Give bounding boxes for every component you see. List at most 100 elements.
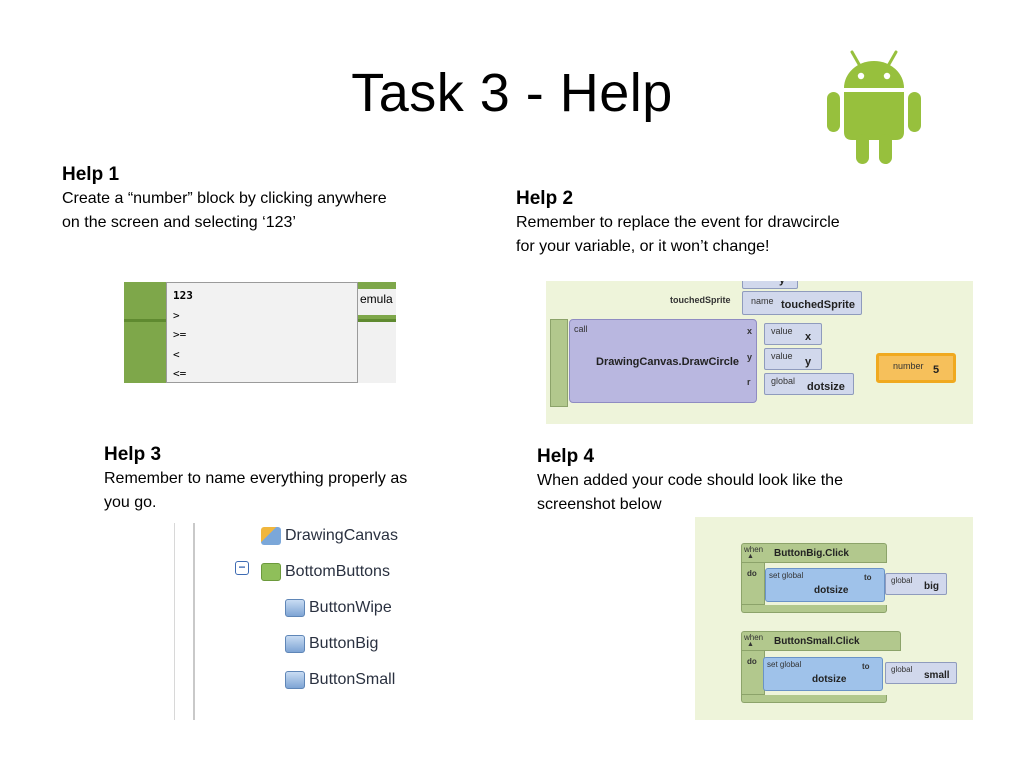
- tree-item-buttonwipe[interactable]: ButtonWipe: [285, 599, 392, 617]
- help-4-section: Help 4 When added your code should look …: [537, 445, 937, 517]
- help-1-line-2: on the screen and selecting ‘123’: [62, 214, 296, 231]
- drawcircle-blocks-screenshot: y touchedSprite name touchedSprite do ca…: [546, 281, 973, 424]
- global-value-label: big: [924, 581, 939, 592]
- event-name-label: ButtonBig.Click: [774, 548, 849, 559]
- help-2-line-1: Remember to replace the event for drawci…: [516, 214, 840, 231]
- value-x-label: x: [805, 331, 812, 343]
- drawcircle-call-block[interactable]: call DrawingCanvas.DrawCircle x y r: [569, 319, 757, 403]
- name-value-label: touchedSprite: [781, 299, 855, 311]
- arrangement-icon: [261, 563, 281, 581]
- tree-item-buttonbig[interactable]: ButtonBig: [285, 635, 378, 653]
- value-y-label: y: [805, 356, 812, 368]
- event-2-side: do: [741, 651, 765, 695]
- menu-item-number[interactable]: 123: [173, 289, 193, 302]
- var-name-label: dotsize: [814, 585, 849, 596]
- tree-guide-line: [193, 523, 195, 720]
- global-big-block[interactable]: global big: [885, 573, 947, 595]
- help-1-line-1: Create a “number” block by clicking anyw…: [62, 190, 387, 207]
- value-x-block[interactable]: value x: [764, 323, 822, 345]
- number-menu-screenshot: 123 > >= < <= emula: [124, 282, 396, 383]
- event-2-bottom: [741, 695, 887, 703]
- help-1-section: Help 1 Create a “number” block by clicki…: [62, 163, 462, 235]
- param-x-label: x: [747, 326, 753, 336]
- help-3-line-1: Remember to name everything properly as: [104, 470, 408, 487]
- help-2-section: Help 2 Remember to replace the event for…: [516, 187, 916, 259]
- tree-item-drawingcanvas[interactable]: DrawingCanvas: [261, 527, 398, 545]
- help-1-title: Help 1: [62, 164, 120, 185]
- button-icon: [285, 599, 305, 617]
- method-name-label: DrawingCanvas.DrawCircle: [596, 356, 740, 368]
- when-label: when: [744, 545, 764, 554]
- do-label: do: [747, 657, 757, 666]
- emulator-label: emula: [358, 289, 396, 315]
- button-icon: [285, 671, 305, 689]
- set-global-label: set global: [767, 660, 802, 669]
- when-label: when: [744, 633, 764, 642]
- set-global-label: set global: [769, 571, 804, 580]
- help-3-line-2: you go.: [104, 494, 157, 511]
- block-type-menu: 123 > >= < <=: [166, 282, 358, 383]
- menu-item-less-equal[interactable]: <=: [173, 367, 187, 380]
- number-block[interactable]: number 5: [876, 353, 956, 383]
- tree-item-label: ButtonBig: [309, 635, 379, 652]
- help-3-title: Help 3: [104, 444, 162, 465]
- triangle-up-icon: ▲: [747, 641, 754, 648]
- help-2-title: Help 2: [516, 188, 574, 209]
- number-small-label: number: [893, 361, 924, 371]
- to-label: to: [862, 662, 870, 671]
- y-tag-label: y: [779, 281, 785, 286]
- android-logo-icon: [827, 50, 921, 164]
- global-dotsize-label: dotsize: [807, 381, 845, 393]
- menu-item-less[interactable]: <: [173, 347, 180, 361]
- menu-item-greater-equal[interactable]: >=: [173, 328, 187, 341]
- set-global-block[interactable]: set global dotsize to: [765, 568, 885, 602]
- menu-item-greater[interactable]: >: [173, 308, 180, 322]
- to-label: to: [864, 573, 872, 582]
- call-label: call: [574, 324, 588, 334]
- canvas-icon: [261, 527, 281, 545]
- set-global-block[interactable]: set global dotsize to: [763, 657, 883, 691]
- touched-sprite-label: touchedSprite: [670, 295, 731, 305]
- global-small-label: global: [891, 665, 913, 674]
- components-tree-screenshot: DrawingCanvas − BottomButtons ButtonWipe…: [174, 523, 506, 720]
- name-small-label: name: [751, 296, 774, 306]
- button-icon: [285, 635, 305, 653]
- param-y-label: y: [747, 352, 753, 362]
- global-small-label: global: [771, 376, 796, 386]
- button-click-blocks-screenshot: when ▲ ButtonBig.Click do set global dot…: [695, 517, 973, 720]
- tree-item-label: ButtonSmall: [309, 671, 396, 688]
- value-y-block[interactable]: value y: [764, 348, 822, 370]
- help-2-line-2: for your variable, or it won’t change!: [516, 238, 770, 255]
- help-4-line-2: screenshot below: [537, 496, 662, 513]
- event-name-label: ButtonSmall.Click: [774, 636, 860, 647]
- buttonsmall-click-event-block[interactable]: when ▲ ButtonSmall.Click: [741, 631, 901, 651]
- var-name-label: dotsize: [812, 674, 847, 685]
- slide-title: Task 3 - Help: [351, 63, 673, 123]
- param-r-label: r: [747, 377, 751, 387]
- value-small-1: value: [771, 326, 793, 336]
- event-1-bottom: [741, 605, 887, 613]
- buttonbig-click-event-block[interactable]: when ▲ ButtonBig.Click: [741, 543, 887, 563]
- global-value-label: small: [924, 670, 950, 681]
- global-small-block[interactable]: global small: [885, 662, 957, 684]
- tree-item-label: BottomButtons: [285, 563, 390, 580]
- tree-item-label: DrawingCanvas: [285, 527, 398, 544]
- tree-item-label: ButtonWipe: [309, 599, 392, 616]
- help-4-line-1: When added your code should look like th…: [537, 472, 843, 489]
- tree-item-bottombuttons[interactable]: BottomButtons: [261, 563, 390, 581]
- help-4-title: Help 4: [537, 446, 595, 467]
- number-value-label: 5: [933, 364, 940, 376]
- help-3-section: Help 3 Remember to name everything prope…: [104, 443, 484, 515]
- global-small-label: global: [891, 576, 913, 585]
- do-block: [550, 319, 568, 407]
- do-label: do: [747, 569, 757, 578]
- y-param-block: y: [742, 281, 798, 289]
- global-dotsize-block[interactable]: global dotsize: [764, 373, 854, 395]
- value-small-2: value: [771, 351, 793, 361]
- event-1-side: do: [741, 563, 765, 605]
- triangle-up-icon: ▲: [747, 553, 754, 560]
- tree-item-buttonsmall[interactable]: ButtonSmall: [285, 671, 395, 689]
- name-block: name touchedSprite: [742, 291, 862, 315]
- collapse-toggle-icon[interactable]: −: [235, 561, 249, 575]
- emulator-panel: [358, 322, 396, 383]
